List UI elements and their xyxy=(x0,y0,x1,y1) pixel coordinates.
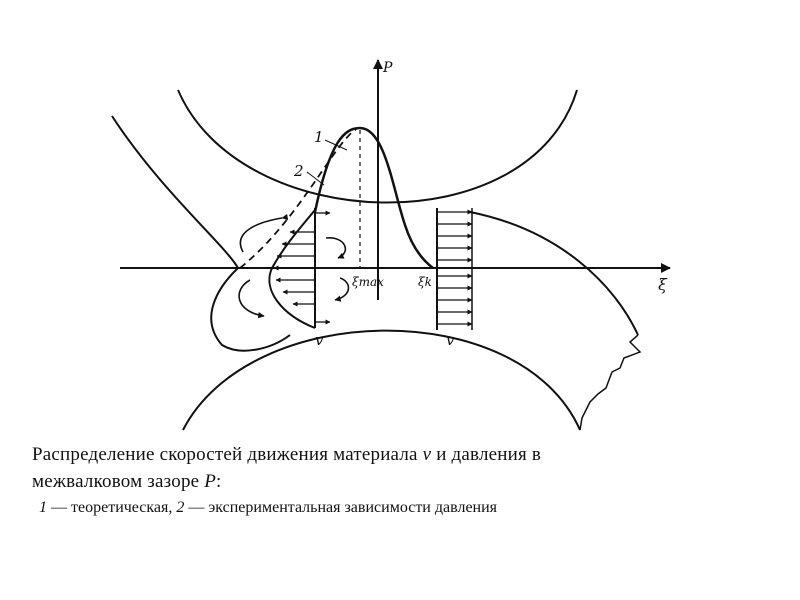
velocity-arrows-left xyxy=(273,210,331,325)
caption-var-v: v xyxy=(422,444,432,465)
xi-k-label: ξk xyxy=(418,275,432,289)
figure-caption: Распределение скоростей движения материа… xyxy=(32,441,772,495)
xi-max-label: ξmax xyxy=(352,275,384,289)
pressure-curve-2 xyxy=(239,127,359,269)
lower-roll-outline xyxy=(182,329,581,431)
curve-2-leader xyxy=(306,171,325,186)
legend-2-number: 2 xyxy=(176,499,185,516)
legend-1-text: — теоретическая, xyxy=(51,499,173,516)
caption-line1-suffix: и давления в xyxy=(436,444,542,465)
upper-roll-outline xyxy=(177,89,578,204)
sheet-upper-edge xyxy=(469,211,639,336)
legend-1-number: 1 xyxy=(39,499,47,516)
v-left-label: v xyxy=(315,331,324,349)
p-axis-label: P xyxy=(382,60,393,76)
caption-var-p: P xyxy=(204,471,217,492)
curve-1-leader xyxy=(324,139,348,151)
material-bank-boundary xyxy=(111,115,291,352)
velocity-arrows-right xyxy=(437,209,473,327)
xi-axis-label: ξ xyxy=(658,275,668,294)
legend-2-text: — экспериментальная зависимости давления xyxy=(188,499,498,516)
caption-line1-prefix: Распределение скоростей движения материа… xyxy=(32,444,418,465)
caption-line2-prefix: межвалковом зазоре xyxy=(32,471,200,492)
v-right-label: v xyxy=(446,331,455,349)
curve-1-label: 1 xyxy=(314,128,324,146)
curve-2-label: 2 xyxy=(293,162,304,180)
figure-legend: 1 — теоретическая, 2 — экспериментальная… xyxy=(39,499,779,517)
circulation-arrows xyxy=(238,213,350,319)
velocity-profile-left xyxy=(268,209,316,329)
sheet-torn-edge xyxy=(579,334,642,431)
caption-line2-suffix: : xyxy=(216,471,222,492)
